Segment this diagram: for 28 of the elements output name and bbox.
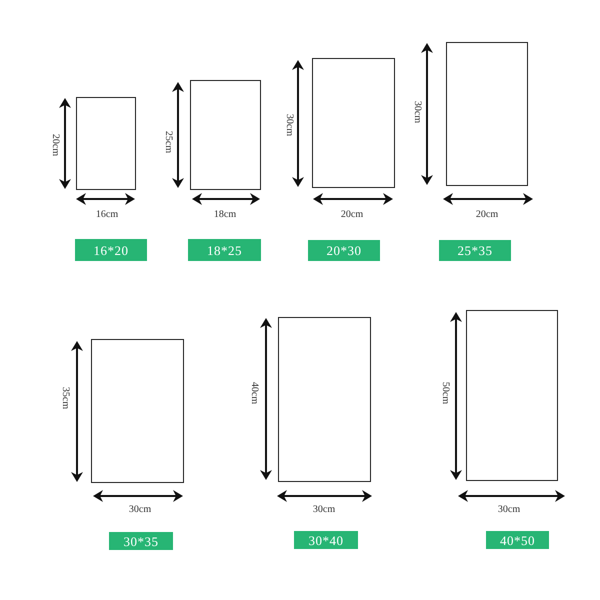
size-outline [91, 339, 184, 483]
dimension-label: 30cm [412, 100, 422, 124]
dimension-label: 18cm [214, 210, 236, 220]
dimension-label: 20cm [50, 134, 60, 156]
size-tag: 30*40 [294, 531, 358, 549]
size-outline [76, 97, 136, 190]
size-tag: 40*50 [486, 531, 549, 549]
dimension-label: 40cm [249, 382, 259, 404]
dimension-label: 35cm [60, 386, 70, 410]
dimension-label: 30cm [312, 505, 336, 515]
dimension-label: 20cm [476, 210, 498, 220]
dimension-label: 30cm [498, 505, 520, 515]
size-tag: 18*25 [188, 239, 261, 261]
size-tag: 20*30 [308, 240, 380, 261]
dimension-label: 16cm [96, 210, 118, 220]
size-tag: 16*20 [75, 239, 147, 261]
dimension-label: 30cm [284, 114, 294, 136]
size-outline [446, 42, 528, 186]
dimension-label: 30cm [128, 505, 152, 515]
size-outline [466, 310, 558, 481]
size-tag: 25*35 [439, 240, 511, 261]
size-outline [278, 317, 371, 482]
dimension-label: 25cm [163, 130, 173, 154]
size-outline [312, 58, 395, 188]
dimension-label: 20cm [340, 210, 364, 220]
size-tag: 30*35 [109, 532, 173, 550]
dimension-label: 50cm [440, 382, 450, 404]
size-outline [190, 80, 261, 190]
